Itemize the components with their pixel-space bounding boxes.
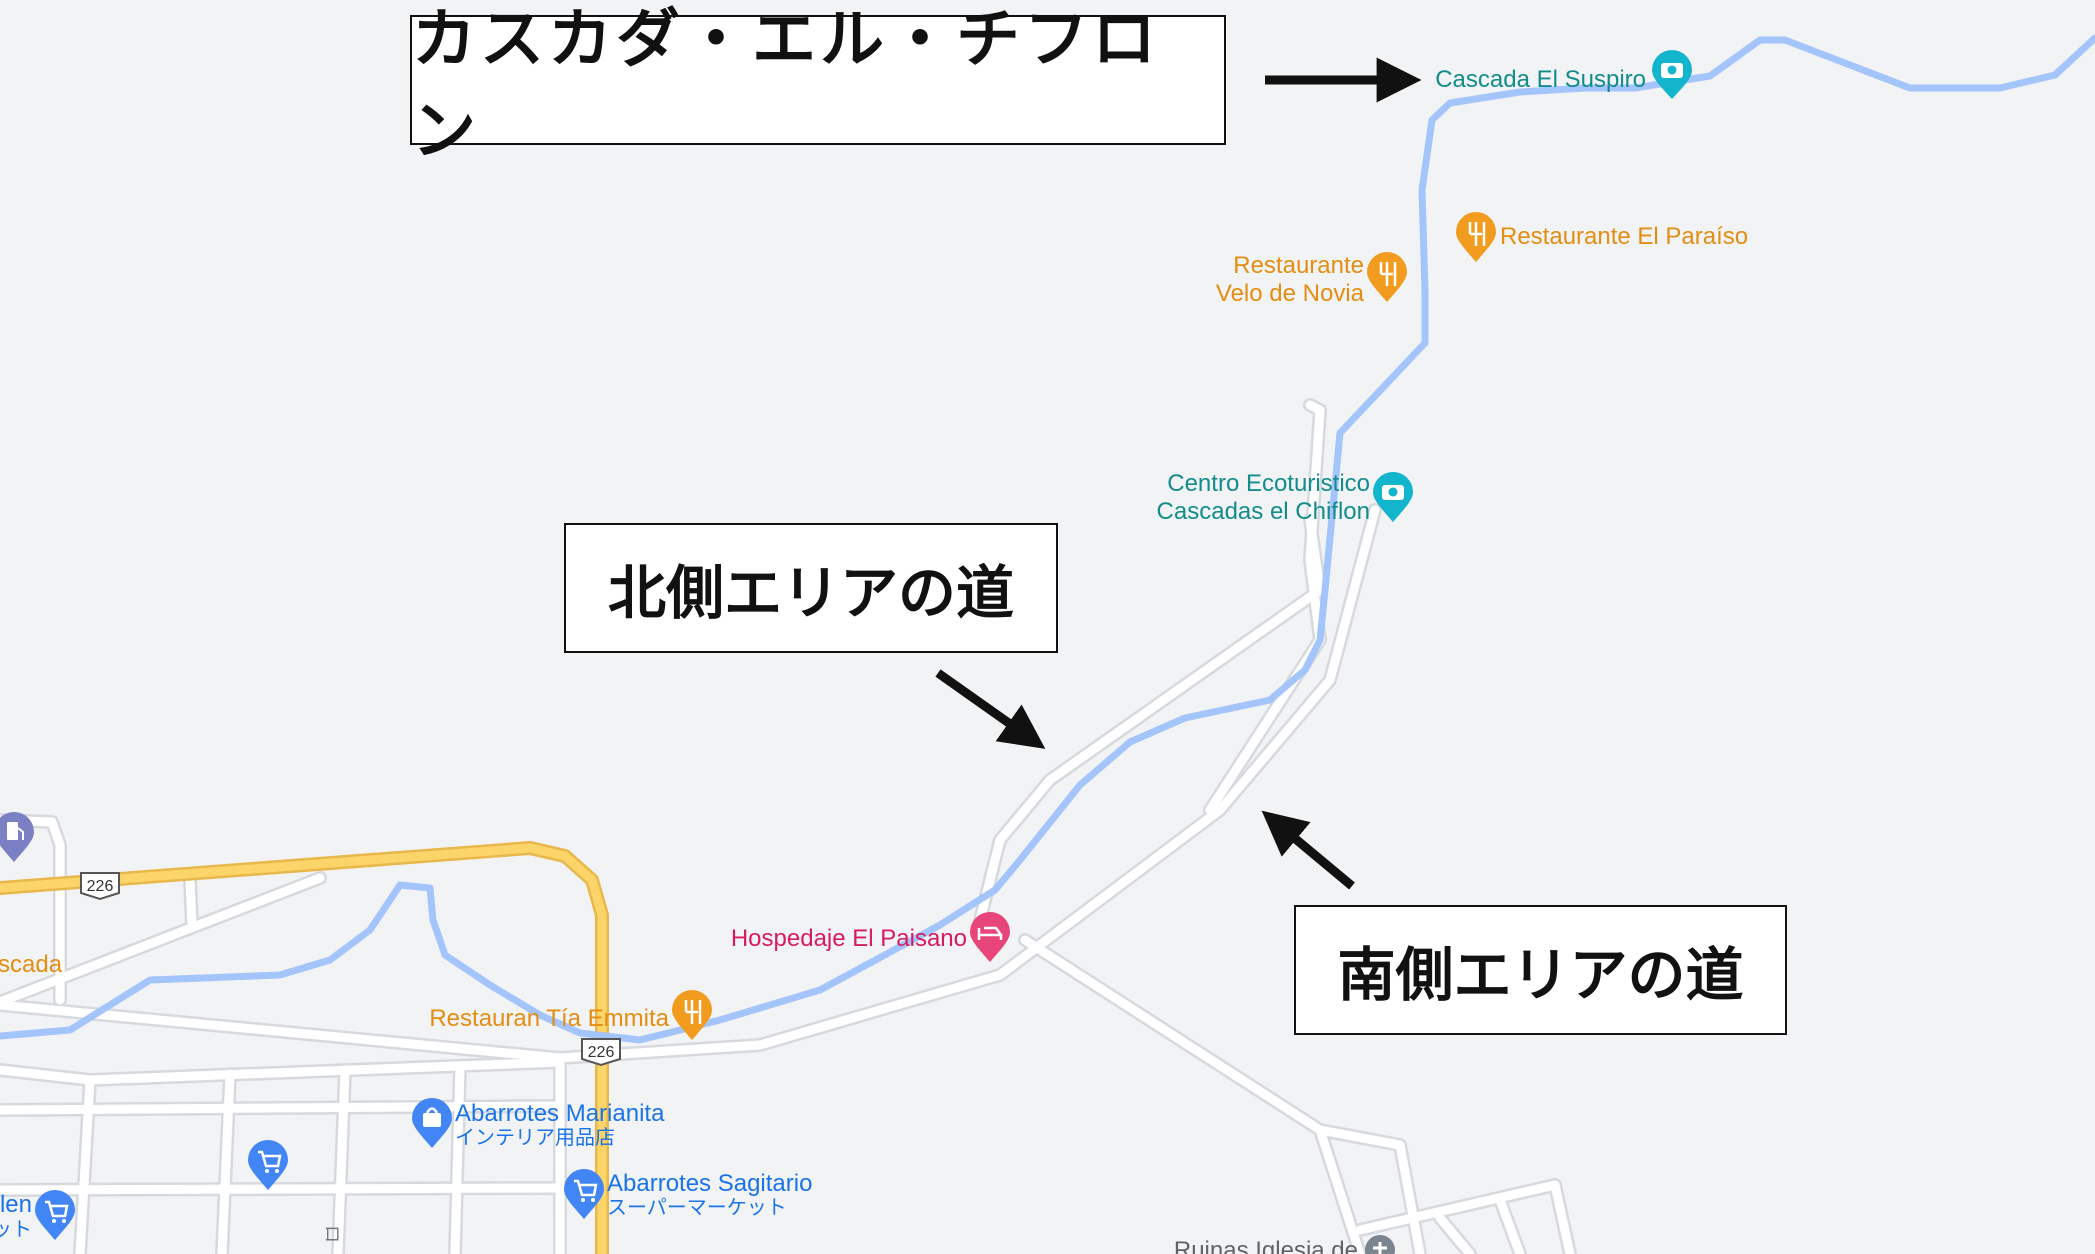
svg-text:226: 226: [588, 1044, 615, 1061]
poi-grocery-left-edge[interactable]: len ット: [0, 1190, 75, 1241]
callout-south-road: 南側エリアの道: [1294, 905, 1787, 1035]
poi-label-line2: Cascadas el Chiflon: [1157, 498, 1370, 525]
poi-abarrotes-marianita[interactable]: Abarrotes Marianita インテリア用品店: [412, 1098, 665, 1149]
poi-label-line2: Velo de Novia: [1216, 280, 1365, 307]
poi-ruinas-iglesia[interactable]: Ruinas Iglesia de: [1174, 1235, 1395, 1254]
poi-label: Abarrotes Marianita: [455, 1100, 665, 1127]
arrow-to-north-road: [935, 669, 1046, 749]
poi-label-line1: Restaurante: [1233, 252, 1364, 279]
poi-label-left-edge-cascada: scada: [0, 951, 63, 978]
poi-sublabel: ット: [0, 1217, 32, 1241]
poi-label: Restaurante El Paraíso: [1500, 223, 1748, 250]
poi-label: Cascada El Suspiro: [1435, 66, 1646, 93]
poi-sublabel: スーパーマーケット: [607, 1195, 787, 1219]
arrow-to-south-road: [1261, 810, 1355, 890]
callout-waterfall-name: カスカダ・エル・チフロン: [410, 3, 1226, 169]
svg-text:226: 226: [87, 878, 114, 895]
poi-sublabel: インテリア用品店: [455, 1125, 615, 1149]
callout-north-road: 北側エリアの道: [564, 523, 1058, 653]
poi-label: Ruinas Iglesia de: [1174, 1237, 1358, 1254]
poi-label-line1: Centro Ecoturistico: [1167, 470, 1370, 497]
poi-restauran-tia-emmita[interactable]: Restauran Tía Emmita: [429, 990, 712, 1040]
poi-abarrotes-sagitario[interactable]: Abarrotes Sagitario スーパーマーケット: [564, 1169, 812, 1219]
local-roads: [0, 398, 1577, 1254]
poi-label: len: [0, 1191, 32, 1218]
route-shield-226-top: 226: [80, 872, 120, 901]
poi-label: Abarrotes Sagitario: [607, 1170, 812, 1197]
street-label: ロ: [321, 1225, 342, 1243]
poi-restaurante-velo-de-novia[interactable]: Restaurante Velo de Novia: [1216, 252, 1407, 307]
poi-fuel-station[interactable]: [0, 812, 34, 862]
poi-grocery-store[interactable]: [248, 1140, 288, 1190]
poi-label: Restauran Tía Emmita: [429, 1005, 669, 1032]
poi-centro-ecoturistico[interactable]: Centro Ecoturistico Cascadas el Chiflon: [1157, 470, 1413, 525]
poi-restaurante-el-paraiso[interactable]: Restaurante El Paraíso: [1456, 212, 1748, 262]
highway-226: [0, 841, 609, 1254]
poi-hospedaje-el-paisano[interactable]: Hospedaje El Paisano: [731, 912, 1010, 962]
route-shield-226-bottom: 226: [581, 1038, 621, 1067]
annotation-arrows: [935, 57, 1422, 890]
poi-cascada-el-suspiro[interactable]: Cascada El Suspiro: [1435, 50, 1692, 99]
poi-label: Hospedaje El Paisano: [731, 925, 967, 952]
bed-icon: [970, 912, 1010, 962]
river-route: [0, 34, 2095, 1044]
